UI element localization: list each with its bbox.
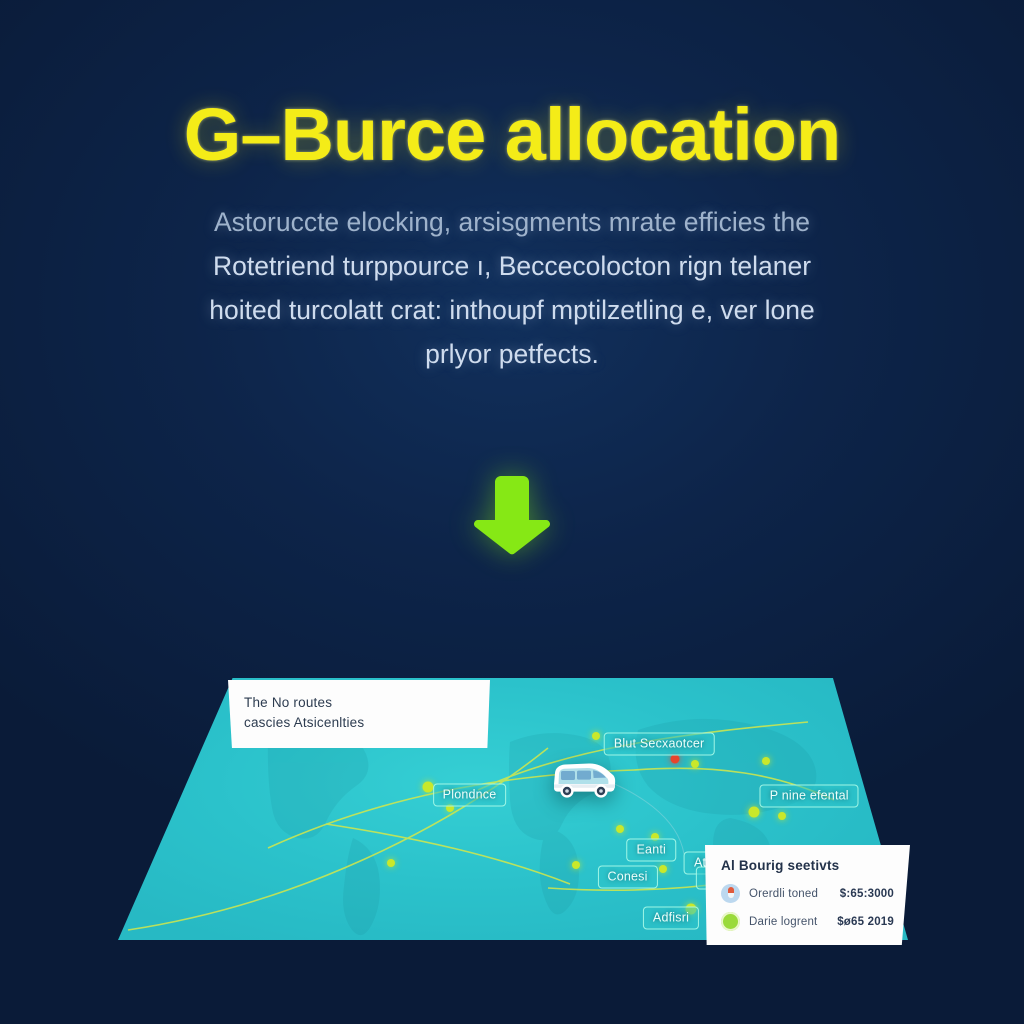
delivery-van-icon bbox=[549, 754, 619, 802]
map-pin-icon bbox=[721, 884, 740, 903]
map-dot[interactable] bbox=[659, 865, 668, 874]
legend-title: Al Bourig seetivts bbox=[721, 858, 840, 873]
subtitle-line-1: Astoruccte elocking, arsisgments mrate e… bbox=[213, 206, 811, 237]
map-dot[interactable] bbox=[748, 806, 760, 818]
map-plane: Plondnce Blut Secxaotcer P nine efental … bbox=[118, 678, 908, 940]
legend-row[interactable]: Darie logrent $ø65 2019 bbox=[721, 912, 894, 931]
map-label-pill[interactable]: Eanti bbox=[626, 838, 676, 862]
subtitle-line-4: prlyor petfects. bbox=[425, 338, 599, 369]
note-line-1: The No routes bbox=[244, 695, 333, 710]
subtitle-line-3: hoited turcolatt crat: inthoupf mptilzet… bbox=[209, 294, 815, 325]
green-circle-icon bbox=[721, 912, 740, 931]
map-dot[interactable] bbox=[445, 803, 454, 812]
map-alert-dot[interactable] bbox=[670, 754, 680, 764]
map-label-pill[interactable]: P nine efental bbox=[759, 784, 859, 808]
map-dot[interactable] bbox=[761, 756, 770, 765]
map-dot[interactable] bbox=[572, 861, 581, 870]
subtitle-block: Astoruccte elocking, arsisgments mrate e… bbox=[70, 200, 954, 376]
legend-row[interactable]: Orerdli toned $:65:3000 bbox=[721, 884, 894, 903]
map-dot[interactable] bbox=[651, 832, 660, 841]
legend-value: $ø65 2019 bbox=[837, 915, 894, 928]
map-label-pill[interactable]: Conesi bbox=[597, 865, 658, 889]
map-label-pill[interactable]: Plondnce bbox=[432, 783, 507, 807]
note-line-2: cascies Atsicenlties bbox=[244, 715, 365, 730]
heading-block: G–Burce allocation Astoruccte elocking, … bbox=[0, 96, 1024, 376]
map-label-pill[interactable]: Adfisri bbox=[642, 906, 700, 930]
map-label-pill[interactable]: Blut Secxaotcer bbox=[603, 732, 715, 755]
map-dot[interactable] bbox=[422, 781, 434, 793]
page-title: G–Burce allocation bbox=[183, 93, 841, 176]
arrow-down-icon bbox=[457, 470, 567, 560]
map-dot[interactable] bbox=[386, 858, 395, 867]
map-dot[interactable] bbox=[874, 718, 886, 730]
map-dot[interactable] bbox=[615, 824, 624, 833]
subtitle-line-2: Rotetriend turppource ı, Beccecolocton r… bbox=[212, 250, 812, 281]
map-note-card: The No routes cascies Atsicenlties bbox=[228, 680, 490, 748]
legend-label: Darie logrent bbox=[749, 915, 818, 928]
map-dot[interactable] bbox=[690, 760, 699, 769]
legend-label: Orerdli toned bbox=[749, 887, 819, 900]
map-legend-card: Al Bourig seetivts Orerdli toned $:65:30… bbox=[705, 845, 910, 945]
map-dot[interactable] bbox=[777, 811, 786, 820]
map-dot[interactable] bbox=[591, 731, 600, 740]
map-visualization: Plondnce Blut Secxaotcer P nine efental … bbox=[0, 640, 1024, 970]
legend-value: $:65:3000 bbox=[839, 887, 894, 900]
